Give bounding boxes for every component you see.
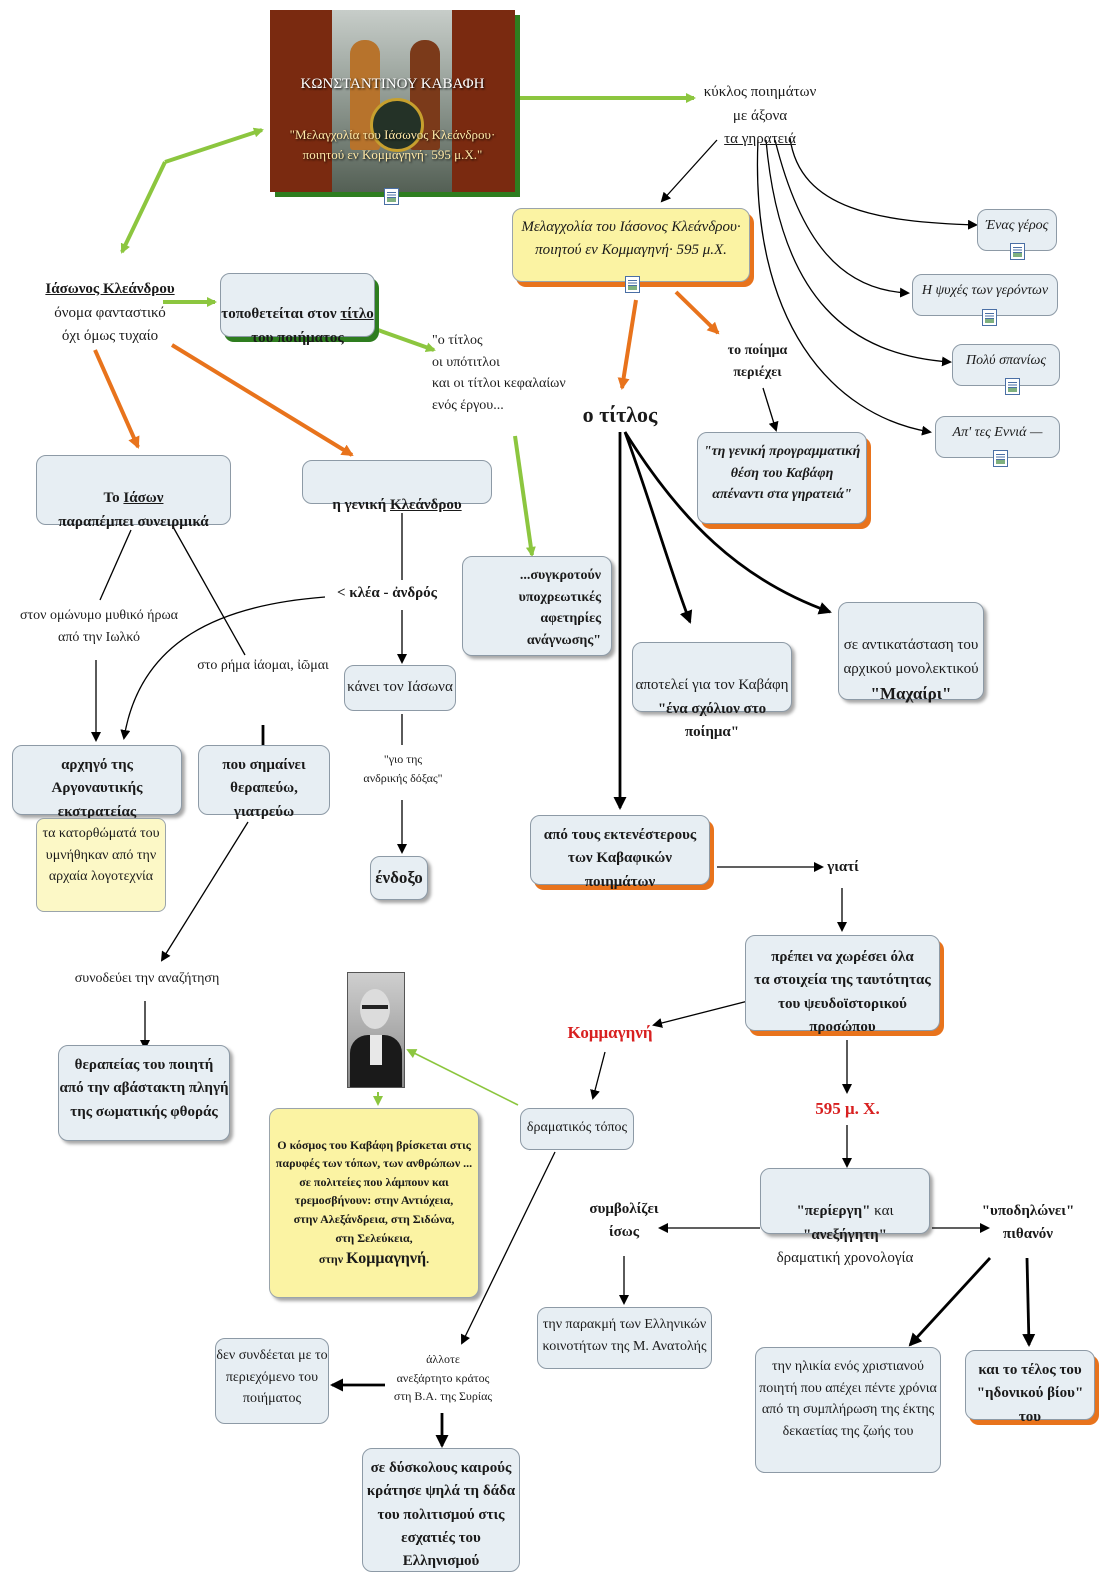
document-icon[interactable] (993, 450, 1008, 467)
klea-andros-etymology: < κλέα - ἀνδρός (337, 585, 437, 601)
cavafy-portrait (347, 972, 405, 1088)
cure-box: θεραπείας του ποιητή από την αβάστακτη π… (58, 1045, 230, 1141)
makes-iason-box: κάνει τον Ιάσωνα (344, 665, 456, 711)
portrait-head (360, 989, 390, 1029)
feats-note: τα κατορθώματά του υμνήθηκαν από την αρχ… (36, 818, 166, 912)
poem-contains-label: το ποίημα περιέχει (727, 343, 788, 380)
torch-box: σε δύσκολους καιρούς κράτησε ψηλά τη δάδ… (362, 1448, 520, 1572)
longest-poems-box: από τους εκτενέστερους των Καβαφικών ποι… (530, 815, 710, 890)
document-icon[interactable] (982, 309, 997, 326)
scholion-box: αποτελεί για τον Καβάφη"ένα σχόλιον στο … (632, 642, 792, 740)
poet-age-box: την ηλικία ενός χριστιανού ποιητή που απ… (755, 1347, 941, 1473)
not-related-box: δεν συνδέεται με το περιεχόμενο του ποιή… (215, 1338, 329, 1424)
end-of-pleasure-box: και το τέλος του "ηδονικού βίου" του (965, 1350, 1095, 1425)
argonaut-leader-box: αρχηγό της Αργοναυτικής εκστρατείας (12, 745, 182, 820)
heal-meaning-box: που σημαίνει θεραπεύω, γιατρεύω (198, 745, 330, 820)
decline-box: την παρακμή των Ελληνικών κοινοτήτων της… (537, 1307, 712, 1369)
verb-heal-label: στο ρήμα ἰάομαι, ἰῶμαι (197, 658, 329, 673)
titles-quote-start: "ο τίτλος οι υπότιτλοι και οι τίτλοι κεφ… (432, 333, 566, 414)
poem-title-box: Μελαγχολία του Ιάσονος Κλεάνδρου· ποιητο… (512, 208, 750, 282)
portrait-glasses (362, 1005, 388, 1009)
son-of-glory-quote: "γιο της ανδρικής δόξας" (363, 752, 443, 785)
document-icon[interactable] (625, 276, 640, 293)
namesake-hero-label: στον ομώνυμο μυθικό ήρωα από την Ιωλκό (19, 608, 178, 645)
must-contain-box: πρέπει να χωρέσει όλα τα στοιχεία της τα… (745, 935, 940, 1035)
dramatic-place-box: δραματικός τόπος (520, 1108, 634, 1150)
accompanies-search-label: συνοδεύει την αναζήτηση (74, 971, 220, 986)
cavafy-world-box: Ο κόσμος του Καβάφη βρίσκεται στις παρυφ… (269, 1108, 479, 1298)
once-independent-state-label: άλλοτε ανεξάρτητο κράτος στη Β.Α. της Συ… (393, 1352, 493, 1404)
genitive-kleandrou-box: η γενική Κλεάνδρου (302, 460, 492, 513)
portrait-collar (370, 1035, 382, 1065)
document-icon[interactable] (1005, 378, 1020, 395)
why-label: γιατί (827, 859, 859, 875)
programmatic-position-box: "τη γενική προγραμματική θέση του Καβάφη… (697, 432, 867, 524)
year-label: 595 μ. Χ. (815, 1099, 880, 1118)
poem-author-title: ΚΩΝΣΤΑΝΤΙΝΟΥ ΚΑΒΑΦΗ (300, 76, 485, 92)
document-icon[interactable] (384, 188, 399, 205)
implies-label: "υποδηλώνει" πιθανόν (981, 1203, 1075, 1243)
constitute-quote-box: ...συγκροτούν υποχρεωτικές αφετηρίες ανά… (462, 556, 612, 656)
kommagene-label: Κομμαγηνή (567, 1023, 653, 1042)
poem-header-card: ΚΩΝΣΤΑΝΤΙΝΟΥ ΚΑΒΑΦΗ "Μελαγχολία του Ιάσω… (270, 10, 515, 192)
symbolizes-label: συμβολίζει ίσως (589, 1201, 659, 1241)
glorious-box: ένδοξο (370, 856, 428, 900)
the-title-heading: ο τίτλος (582, 402, 658, 427)
substitution-box: σε αντικατάσταση του αρχικού μονολεκτικο… (838, 602, 984, 703)
poem-full-title: "Μελαγχολία του Ιάσωνος Κλεάνδρου· ποιητ… (289, 127, 496, 163)
document-icon[interactable] (1010, 243, 1025, 260)
dramatic-chronology-box: "περίεργη" και "ανεξήγητη"δραματική χρον… (760, 1168, 930, 1266)
painting-circle (370, 98, 424, 152)
